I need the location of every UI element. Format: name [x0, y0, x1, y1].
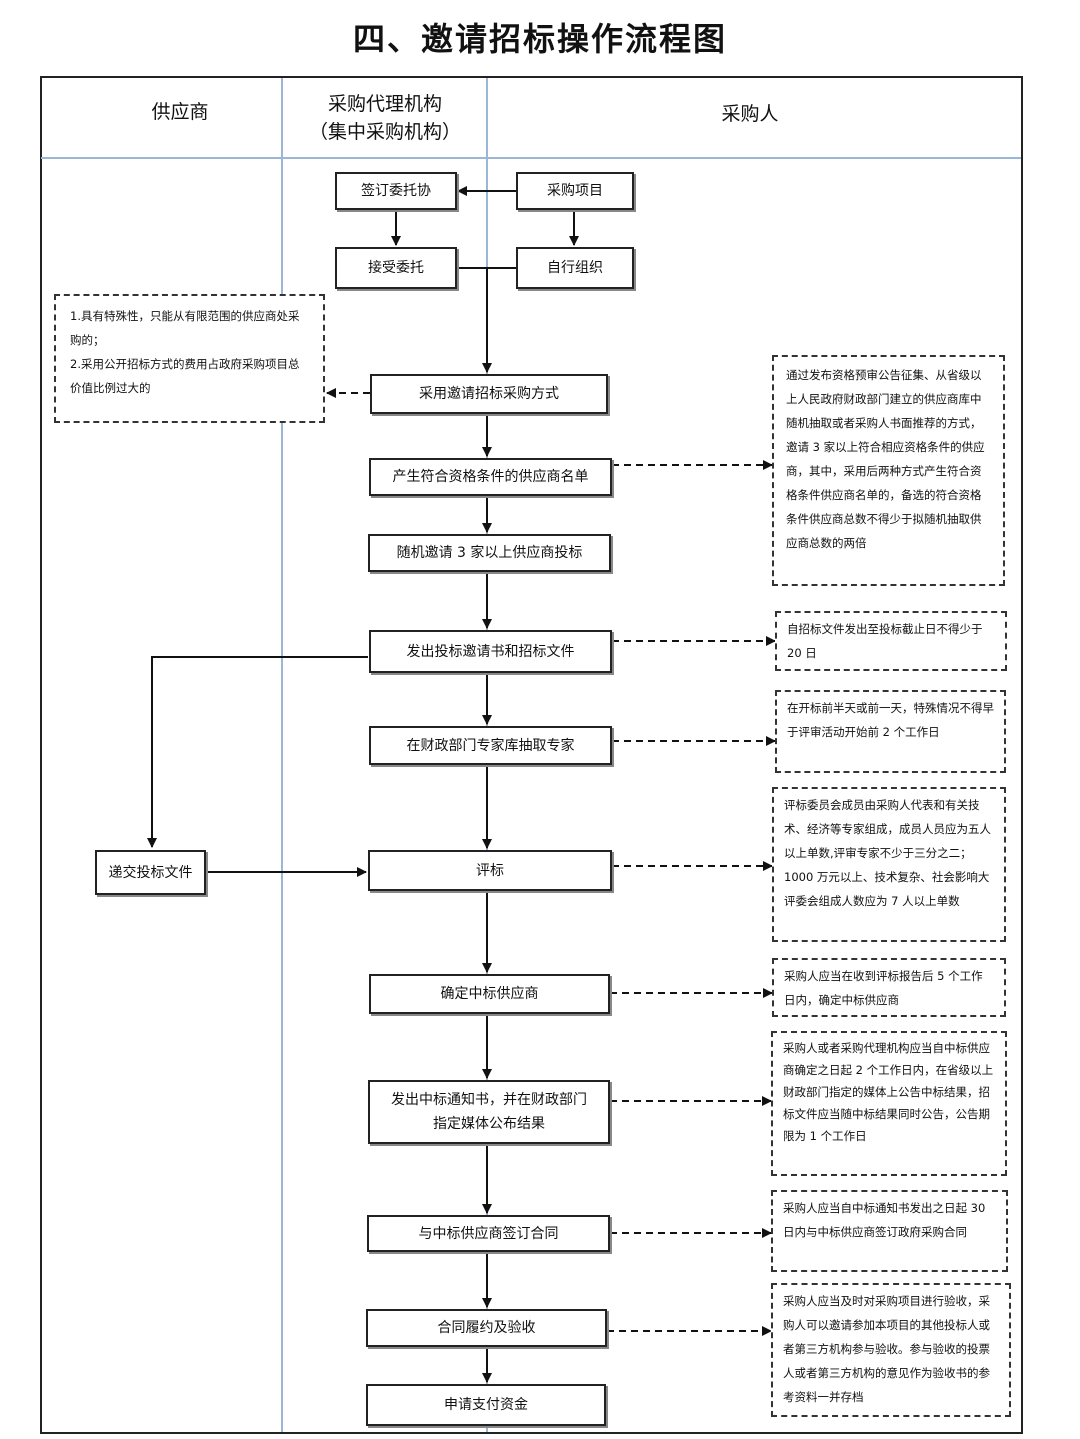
note-winner-time: 采购人应当在收到评标报告后 5 个工作日内，确定中标供应商 [772, 958, 1006, 1017]
note-expert-time: 在开标前半天或前一天，特殊情况不得早于评审活动开始前 2 个工作日 [775, 690, 1006, 773]
lane-header-supplier: 供应商 [151, 101, 209, 123]
step-sign-contract: 与中标供应商签订合同 [367, 1215, 610, 1252]
note-doc-period: 自招标文件发出至投标截止日不得少于 20 日 [775, 611, 1007, 671]
page-title: 四、邀请招标操作流程图 [352, 20, 727, 58]
note-contract-time: 采购人应当自中标通知书发出之日起 30 日内与中标供应商签订政府采购合同 [771, 1190, 1008, 1272]
note-committee: 评标委员会成员由采购人代表和有关技术、经济等专家组成，成员人员应为五人以上单数,… [772, 787, 1006, 942]
step-notify-line1: 发出中标通知书，并在财政部门 [391, 1092, 587, 1108]
note-acceptance: 采购人应当及时对采购项目进行验收，采购人可以邀请参加本项目的其他投标人或者第三方… [771, 1283, 1011, 1417]
note-announce: 采购人或者采购代理机构应当自中标供应商确定之日起 2 个工作日内，在省级以上财政… [771, 1031, 1007, 1176]
step-purchase-project: 采购项目 [516, 172, 634, 210]
step-invite-random: 随机邀请 3 家以上供应商投标 [368, 534, 611, 572]
step-accept-entrust: 接受委托 [335, 247, 457, 289]
arrow-issue-to-submit [147, 656, 368, 848]
step-evaluate: 评标 [368, 850, 612, 891]
step-determine-winner: 确定中标供应商 [369, 974, 610, 1014]
lane-header-agency-line1: 采购代理机构 [327, 93, 442, 115]
note-list-method: 通过发布资格预审公告征集、从省级以上人民政府财政部门建立的供应商库中随机抽取或者… [772, 355, 1005, 586]
step-extract-experts: 在财政部门专家库抽取专家 [369, 726, 612, 765]
step-perform-accept: 合同履约及验收 [366, 1309, 607, 1347]
step-submit-bid: 递交投标文件 [95, 850, 206, 895]
step-adopt-method: 采用邀请招标采购方式 [370, 374, 608, 414]
lane-header-agency-line2: （集中采购机构） [308, 121, 461, 143]
step-generate-list: 产生符合资格条件的供应商名单 [369, 458, 612, 496]
step-notify-line2: 指定媒体公布结果 [433, 1116, 545, 1132]
note-conditions: 1.具有特殊性，只能从有限范围的供应商处采购的； 2.采用公开招标方式的费用占政… [54, 294, 325, 423]
flowchart-frame [40, 76, 1023, 1434]
step-self-organize: 自行组织 [516, 247, 634, 289]
lane-header-purchaser: 采购人 [721, 103, 779, 125]
step-apply-payment: 申请支付资金 [366, 1384, 606, 1426]
step-issue-docs: 发出投标邀请书和招标文件 [369, 630, 612, 673]
lane-header-agency: 采购代理机构 （集中采购机构） [285, 90, 485, 146]
step-notify-publish: 发出中标通知书，并在财政部门 指定媒体公布结果 [368, 1080, 610, 1144]
step-sign-entrust: 签订委托协 [335, 172, 457, 210]
